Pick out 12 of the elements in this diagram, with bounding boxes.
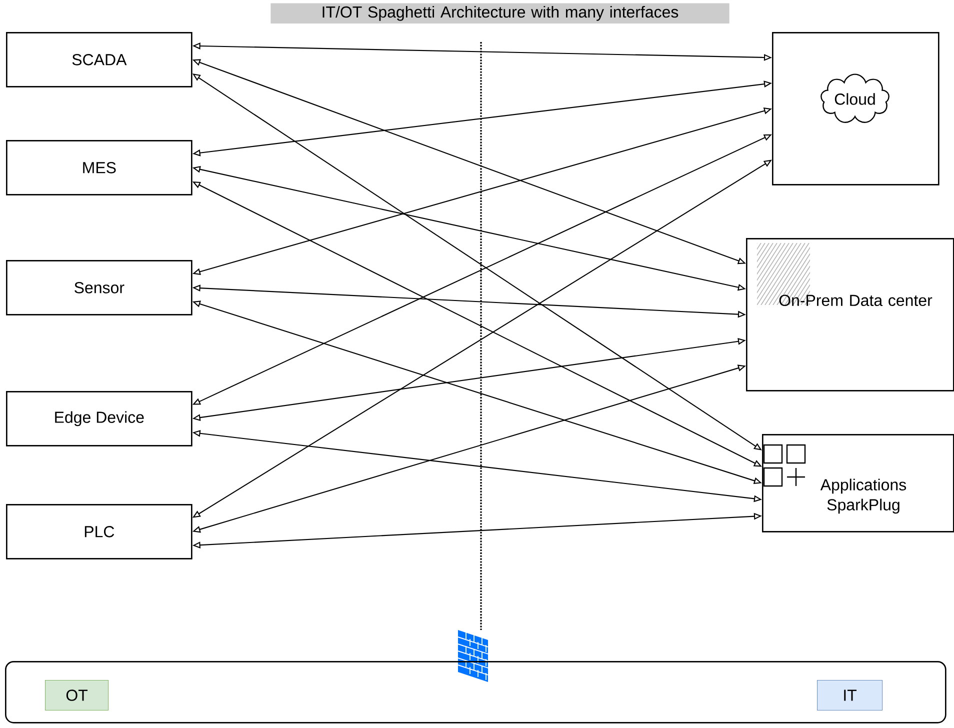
system-box: On-Prem Data center	[746, 238, 954, 392]
system-box: Applications SparkPlug	[762, 434, 954, 532]
system-box: Sensor	[6, 260, 192, 316]
zone-label: OT	[45, 680, 109, 711]
title: IT/OT Spaghetti Architecture with many interfaces	[270, 3, 730, 24]
system-box: PLC	[6, 504, 192, 560]
system-box: Edge Device	[6, 391, 192, 446]
system-box: MES	[6, 140, 192, 196]
zone-label: IT	[817, 680, 883, 711]
band	[5, 661, 946, 724]
system-box: SCADA	[6, 32, 192, 88]
node-box	[772, 32, 940, 186]
